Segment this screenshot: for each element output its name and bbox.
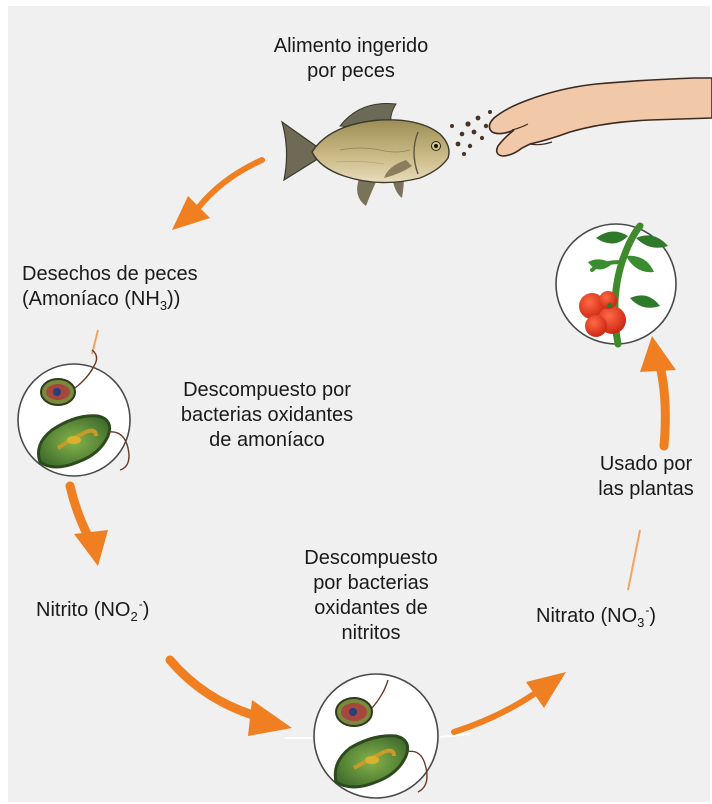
used-line1: Usado por xyxy=(599,453,693,475)
decomp2-line2: por bacterias xyxy=(313,572,429,594)
arrow-fish-to-waste xyxy=(172,157,265,230)
waste-label-line1: Desechos de peces xyxy=(22,263,198,285)
nitrite-label: Nitrito (NO2-) xyxy=(36,597,150,624)
bacteria-icon xyxy=(17,349,131,477)
connector-bacteria2 xyxy=(285,733,471,739)
arrow-bacteria-to-nitrate xyxy=(451,672,566,735)
decomp1-line2: bacterias oxidantes xyxy=(180,404,354,426)
feed-label: Alimento ingerido por peces xyxy=(248,34,454,84)
decomposition-nitrite-label: Descompuesto por bacterias oxidantes de … xyxy=(276,546,466,646)
decomp2-line3: oxidantes de xyxy=(314,597,428,619)
decomp1-line1: Descompuesto por xyxy=(183,379,351,401)
bacteria-icon xyxy=(313,673,439,799)
decomposition-ammonia-label: Descompuesto por bacterias oxidantes de … xyxy=(152,378,382,453)
arrow-used-to-plant xyxy=(640,336,676,451)
arrow-bacteria-to-nitrite xyxy=(65,481,108,566)
decomp2-line4: nitritos xyxy=(341,622,401,644)
hand-icon xyxy=(488,77,712,157)
decomp1-line3: de amoníaco xyxy=(209,429,325,451)
decomp2-line1: Descompuesto xyxy=(304,547,438,569)
feed-label-line1: Alimento ingerido xyxy=(273,35,429,57)
used-line2: las plantas xyxy=(598,478,694,500)
arrow-nitrite-to-bacteria xyxy=(165,655,292,736)
food-pellets xyxy=(443,110,492,156)
connector-waste-to-bacteria xyxy=(91,329,99,355)
feed-label-line2: por peces xyxy=(307,60,395,82)
waste-label: Desechos de peces (Amoníaco (NH3)) xyxy=(22,262,198,313)
waste-label-line2: (Amoníaco (NH3)) xyxy=(22,288,181,313)
used-by-plants-label: Usado por las plantas xyxy=(582,452,710,502)
fish-icon xyxy=(280,102,450,206)
connector-nitrate-to-used xyxy=(627,529,641,591)
tomato-plant-icon xyxy=(555,222,677,348)
nitrate-label: Nitrato (NO3-) xyxy=(536,603,657,630)
